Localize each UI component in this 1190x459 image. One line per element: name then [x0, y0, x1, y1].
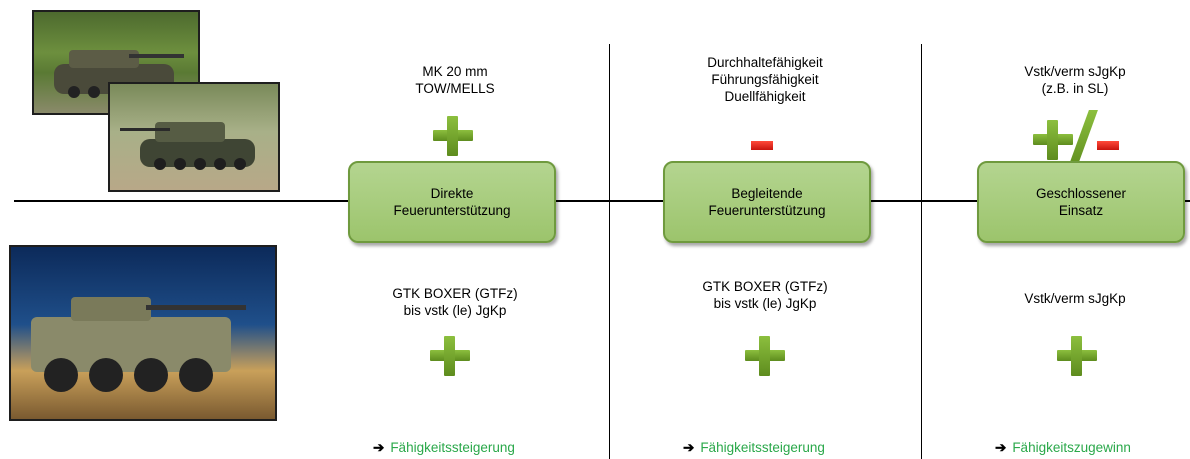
tracked-vehicle-photo-2: [108, 82, 280, 192]
column-divider-2: [921, 44, 922, 459]
result-1: ➔ Fähigkeitssteigerung: [373, 440, 515, 456]
plus-icon: [1033, 120, 1073, 160]
plus-icon: [433, 116, 473, 156]
minus-icon: [1097, 141, 1119, 150]
wheeled-vehicle-photo: [9, 245, 277, 421]
column-divider-1: [609, 44, 610, 459]
result-2: ➔ Fähigkeitssteigerung: [683, 440, 825, 456]
category-box-direkte: Direkte Feuerunterstützung: [348, 161, 556, 243]
category-box-geschlossener: Geschlossener Einsatz: [977, 161, 1185, 243]
bottom-text-3: Vstk/verm sJgKp: [1024, 291, 1126, 306]
result-label: Fähigkeitssteigerung: [700, 440, 825, 455]
result-3: ➔ Fähigkeitszugewinn: [995, 440, 1131, 456]
timeline-line: [14, 200, 1190, 202]
arrow-right-icon: ➔: [995, 440, 1007, 455]
plus-icon: [745, 336, 785, 376]
plus-icon: [430, 336, 470, 376]
plus-icon: [1057, 336, 1097, 376]
top-text-2: Durchhaltefähigkeit Führungsfähigkeit Du…: [707, 55, 823, 104]
bottom-text-1: GTK BOXER (GTFz) bis vstk (le) JgKp: [392, 286, 518, 318]
result-label: Fähigkeitszugewinn: [1012, 440, 1131, 455]
arrow-right-icon: ➔: [373, 440, 385, 455]
top-text-3: Vstk/verm sJgKp (z.B. in SL): [1024, 64, 1126, 96]
minus-icon: [751, 141, 773, 150]
result-label: Fähigkeitssteigerung: [390, 440, 515, 455]
bottom-text-2: GTK BOXER (GTFz) bis vstk (le) JgKp: [702, 279, 828, 311]
arrow-right-icon: ➔: [683, 440, 695, 455]
top-text-1: MK 20 mm TOW/MELLS: [415, 64, 495, 96]
category-box-begleitende: Begleitende Feuerunterstützung: [663, 161, 871, 243]
